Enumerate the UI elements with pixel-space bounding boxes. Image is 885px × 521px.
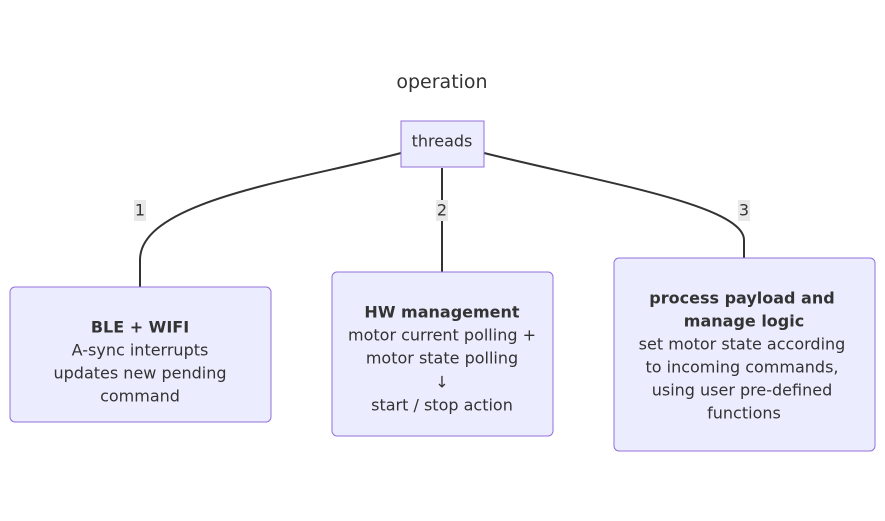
node-ble-wifi: BLE + WIFI A-sync interrupts updates new… xyxy=(9,286,272,423)
diagram-title: operation xyxy=(396,71,487,93)
down-arrow-icon: ↓ xyxy=(435,373,448,392)
node-ble-wifi-line: command xyxy=(100,387,180,406)
node-ble-wifi-heading: BLE + WIFI xyxy=(91,318,189,337)
edge-label-3: 3 xyxy=(738,200,750,221)
node-process-payload-line: functions xyxy=(707,404,781,423)
node-process-payload-line: using user pre-defined xyxy=(652,381,833,400)
node-hw-management-line: motor state polling xyxy=(366,349,518,368)
node-process-payload: process payload and manage logic set mot… xyxy=(613,257,876,452)
node-process-payload-heading: manage logic xyxy=(684,312,804,331)
node-hw-management-line: start / stop action xyxy=(371,396,513,415)
node-process-payload-heading: process payload and xyxy=(649,289,834,308)
node-threads-label: threads xyxy=(412,132,473,151)
edge-label-2-text: 2 xyxy=(437,201,447,220)
node-process-payload-line: set motor state according xyxy=(639,335,846,354)
node-hw-management-line: motor current polling + xyxy=(348,326,536,345)
node-ble-wifi-line: A-sync interrupts xyxy=(72,341,209,360)
edge-label-1-text: 1 xyxy=(135,201,145,220)
edge-label-1: 1 xyxy=(134,200,146,221)
node-ble-wifi-line: updates new pending xyxy=(54,364,227,383)
edge-label-3-text: 3 xyxy=(739,201,749,220)
node-threads: threads xyxy=(400,120,485,168)
node-hw-management-heading: HW management xyxy=(364,303,519,322)
node-process-payload-line: to incoming commands, xyxy=(645,358,838,377)
edge-threads-to-ble-wifi xyxy=(139,152,402,287)
node-hw-management: HW management motor current polling + mo… xyxy=(331,271,554,437)
edge-threads-to-process-payload xyxy=(483,152,745,258)
edge-label-2: 2 xyxy=(436,200,448,221)
